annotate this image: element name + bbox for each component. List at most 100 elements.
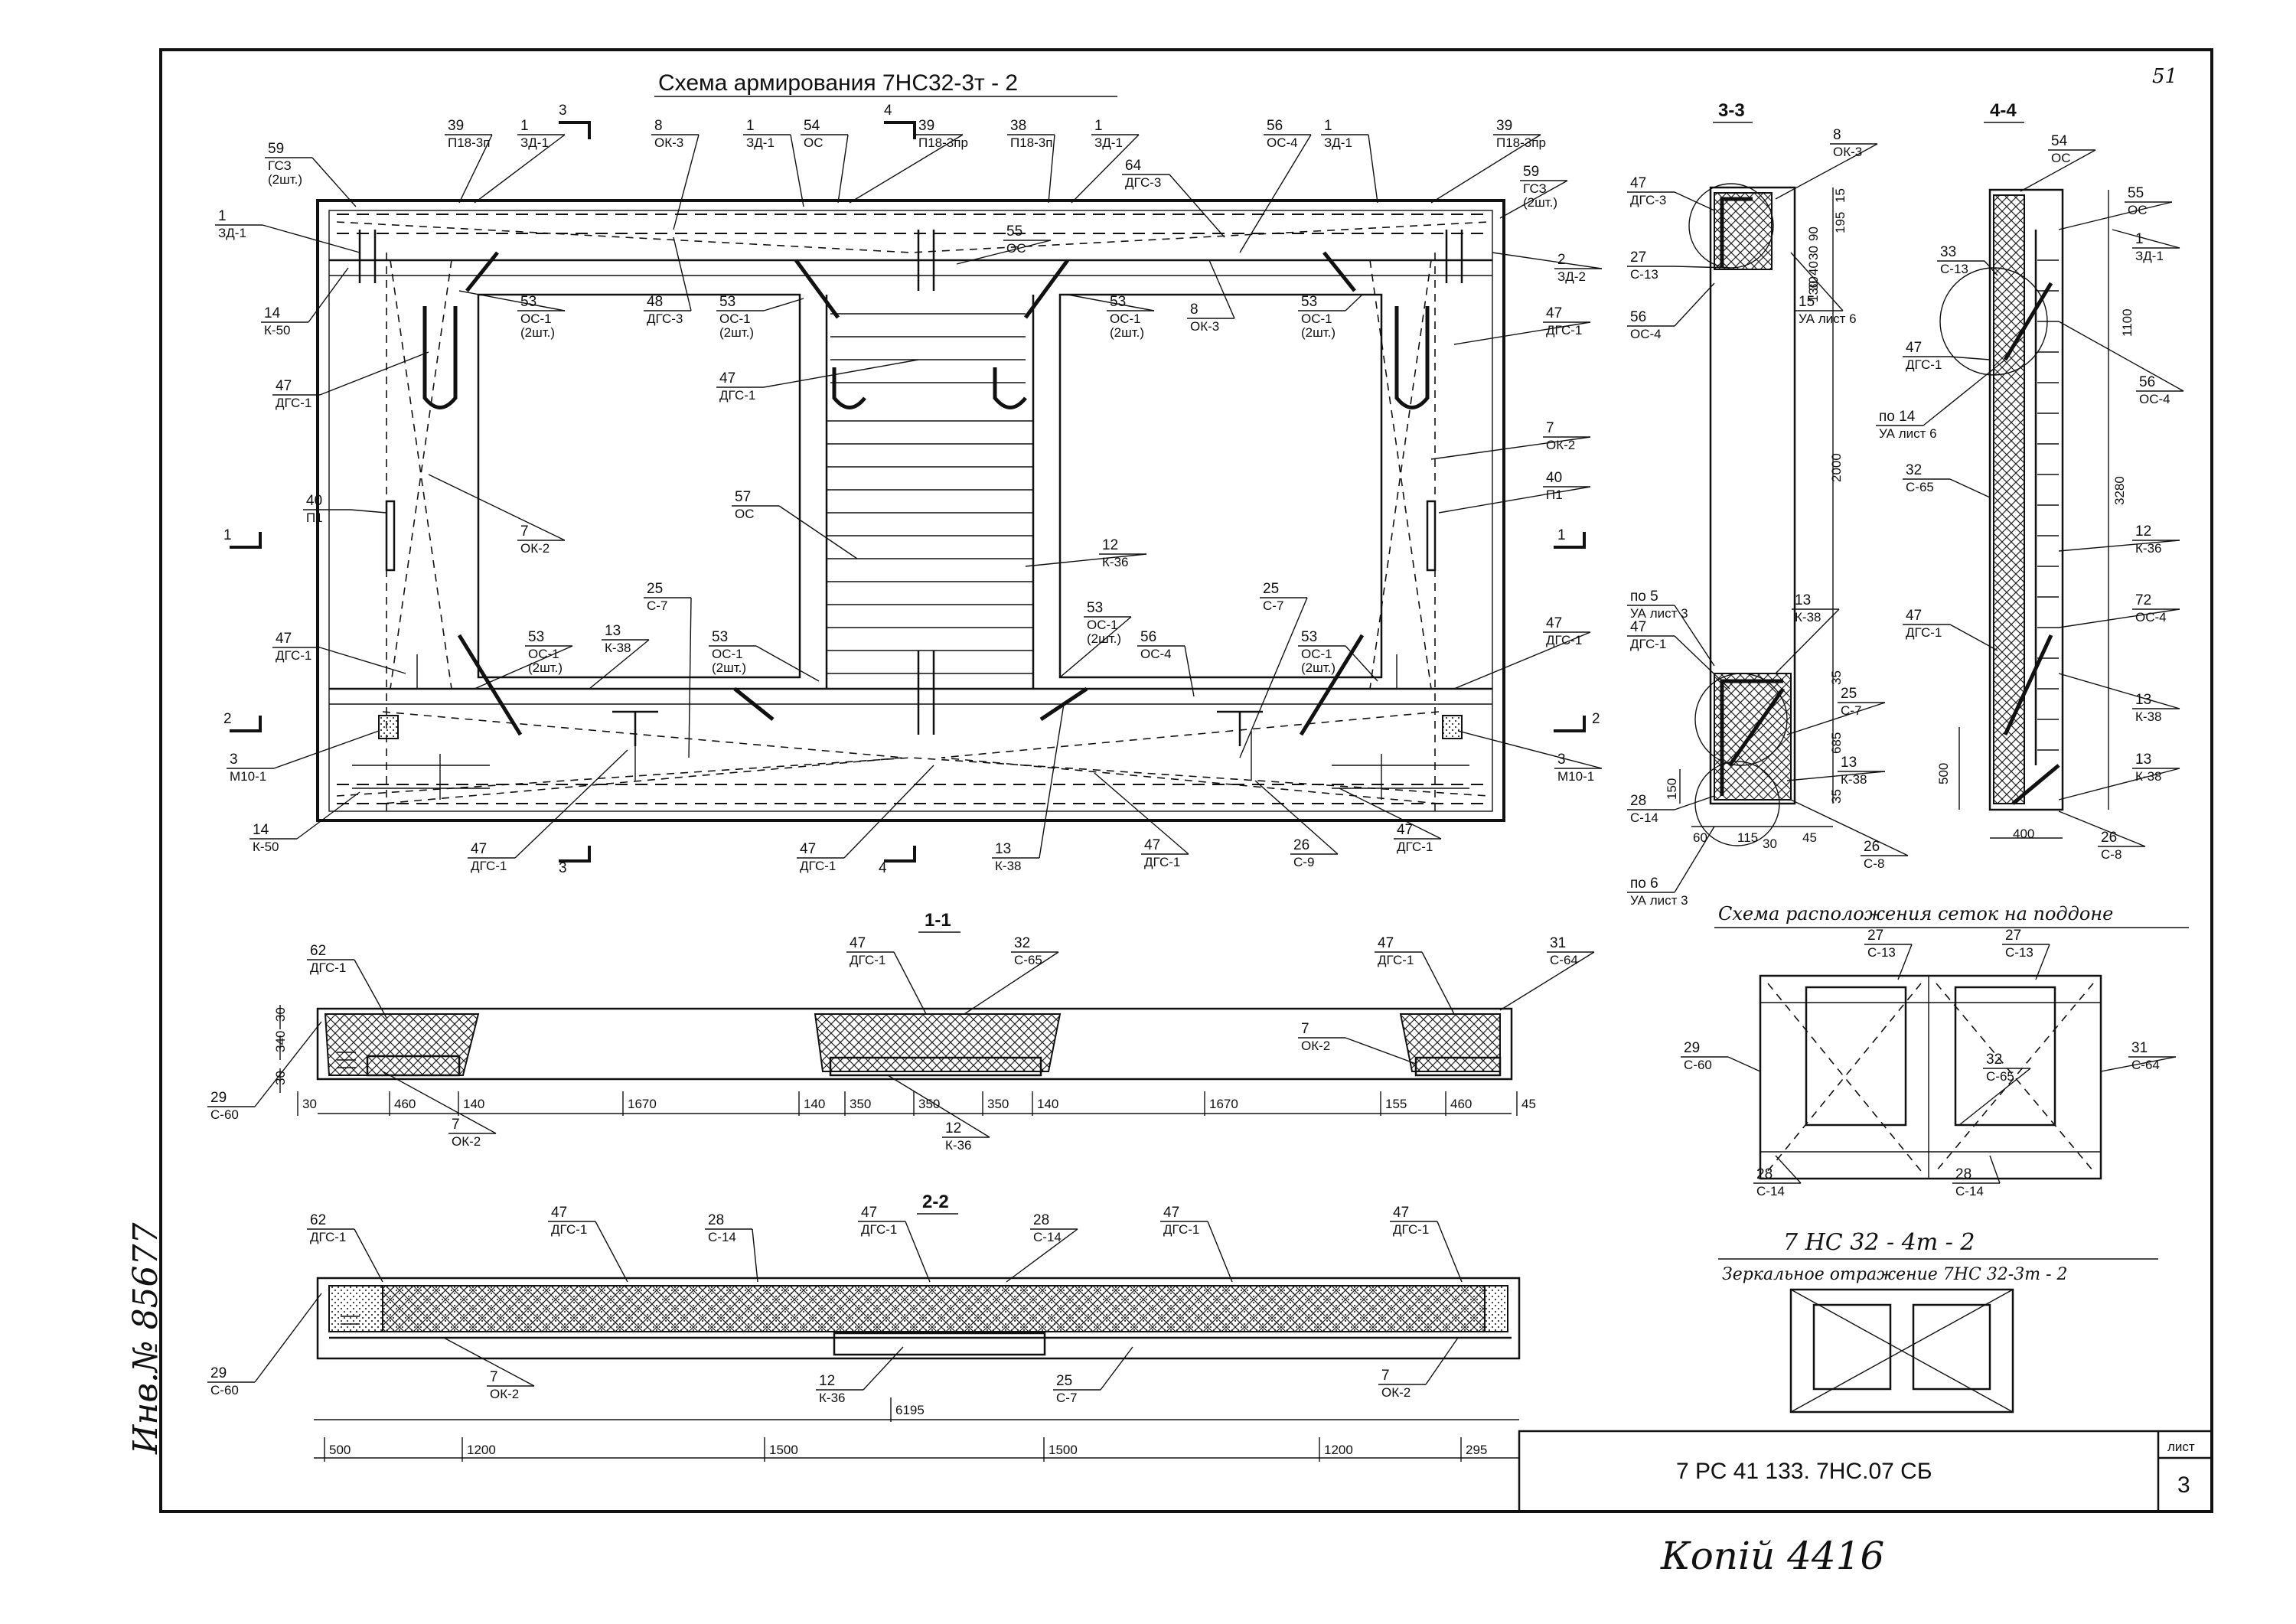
sheet-title: Схема армирования 7НС32-3т - 2 — [658, 70, 1018, 96]
mesh-callout: 31С-64 — [2100, 1040, 2177, 1072]
sec22-callout-number: 47 — [1163, 1205, 1179, 1221]
doc-code: 7 РС 41 133. 7НС.07 СБ — [1676, 1459, 1932, 1484]
plan-callout-number: 3 — [1557, 752, 1566, 768]
sec22-callout-code: ОК-2 — [490, 1387, 519, 1401]
plan-callout-code: ОС-1(2шт.) — [719, 311, 754, 340]
sec33-callout-code: К-38 — [1841, 772, 1867, 787]
sec33-dim: 115 — [1737, 830, 1758, 845]
plan-callout-code: ДГС-1 — [1397, 840, 1433, 854]
mesh-callout-number: 27 — [2005, 928, 2021, 944]
plan-callout: 1ЗД-1 — [1321, 118, 1378, 204]
section-2-2-title: 2-2 — [922, 1192, 949, 1212]
plan-callout-code: ДГС-1 — [276, 396, 311, 410]
mesh-callout-code: С-13 — [2005, 945, 2033, 960]
sec22-callout-number: 47 — [551, 1205, 567, 1221]
plan-callout-number: 53 — [520, 294, 536, 310]
sec44-callout-code: С-65 — [1906, 480, 1934, 494]
sec11-callout-code: ОК-2 — [452, 1134, 481, 1149]
sec22-dim: 6195 — [895, 1403, 925, 1417]
plan-callout-code: ДГС-3 — [647, 311, 683, 326]
plan-callout-code: П1 — [1546, 488, 1563, 502]
sec22-callout: 12К-36 — [816, 1346, 904, 1405]
sec22-callout-code: ДГС-1 — [551, 1222, 587, 1237]
sec33-dim: 2000 — [1829, 453, 1844, 482]
sec11-callout: 7ОК-2 — [382, 1071, 497, 1149]
sec11-callout-code: С-64 — [1550, 953, 1578, 967]
plan-callout-number: 53 — [1110, 294, 1126, 310]
plan-callout-number: 53 — [712, 629, 728, 645]
sec11-callout-code: ДГС-1 — [310, 960, 346, 975]
sec11-dim: 1670 — [1209, 1097, 1238, 1111]
sec33-dim: 150 — [1665, 778, 1679, 800]
sec22-callout-code: С-14 — [1033, 1230, 1062, 1244]
plan-callout-code: ЗД-1 — [520, 135, 549, 150]
sec44-callout-code: ДГС-1 — [1906, 357, 1942, 372]
sec11-callout: 12К-36 — [887, 1075, 990, 1153]
sec44-callout-number: 13 — [2135, 692, 2151, 708]
sheet-number: 3 — [2177, 1472, 2190, 1498]
sec22-dim: 1500 — [1049, 1443, 1078, 1457]
plan-callout-number: 14 — [253, 822, 269, 838]
sec33-callout-number: 13 — [1795, 592, 1811, 608]
sec22-callout-number: 28 — [708, 1212, 724, 1228]
plan-callout: 14К-50 — [249, 791, 360, 854]
mesh-callout-number: 32 — [1986, 1052, 2002, 1068]
plan-callout-number: 48 — [647, 294, 663, 310]
sec44-callout-number: 56 — [2139, 374, 2155, 390]
plan-callout-number: 1 — [218, 208, 227, 224]
sec44-callout-number: 47 — [1906, 608, 1922, 624]
plan-callout-code: ОС-4 — [1267, 135, 1298, 150]
sec22-dim: 295 — [1466, 1443, 1487, 1457]
sec33-callout-number: 56 — [1630, 309, 1646, 325]
sec33-dim: 30 — [1806, 276, 1821, 291]
sec22-callout-code: ДГС-1 — [861, 1222, 897, 1237]
plan-callout-number: 59 — [268, 141, 284, 157]
sec11-callout-code: К-36 — [945, 1138, 971, 1153]
cut-2-left: 2 — [223, 711, 232, 727]
plan-callout: 12К-36 — [1025, 537, 1147, 569]
sec11-callout: 29С-60 — [207, 1021, 322, 1122]
plan-callout-code: П18-3пр — [1496, 135, 1546, 150]
plan-callout-code: ДГС-1 — [1546, 633, 1582, 647]
sec22-callout-code: ДГС-1 — [1393, 1222, 1429, 1237]
plan-callout-number: 47 — [719, 370, 735, 386]
plan-callout-code: П18-3пр — [918, 135, 968, 150]
plan-callout: 8ОК-3 — [651, 118, 700, 230]
sec11-dim: 140 — [463, 1097, 484, 1111]
sec33-dim: 60 — [1693, 830, 1707, 845]
section-4-4-title: 4-4 — [1990, 100, 2017, 121]
sec33-callout-number: 8 — [1833, 127, 1841, 143]
plan-callout-code: К-50 — [264, 323, 290, 338]
plan-callout-number: 47 — [276, 631, 292, 647]
sec33-callout-code: К-38 — [1795, 610, 1821, 624]
sec11-callout-code: ОК-2 — [1301, 1039, 1330, 1053]
plan-callout: 7ОК-2 — [428, 474, 566, 556]
plan-callout-code: ДГС-3 — [1125, 175, 1161, 190]
sec33-callout-number: 47 — [1630, 175, 1646, 191]
sec22-callout-code: С-60 — [210, 1383, 239, 1397]
mesh-callout-code: С-65 — [1986, 1069, 2014, 1084]
plan-callout-number: 59 — [1523, 164, 1539, 180]
plan-callout-number: 53 — [1301, 629, 1317, 645]
sec33-callout-code: ДГС-3 — [1630, 193, 1666, 207]
sec11-dim: 460 — [1450, 1097, 1472, 1111]
plan-callout-number: 1 — [1094, 118, 1103, 134]
plan-callout-code: ОС-1(2шт.) — [528, 647, 563, 675]
